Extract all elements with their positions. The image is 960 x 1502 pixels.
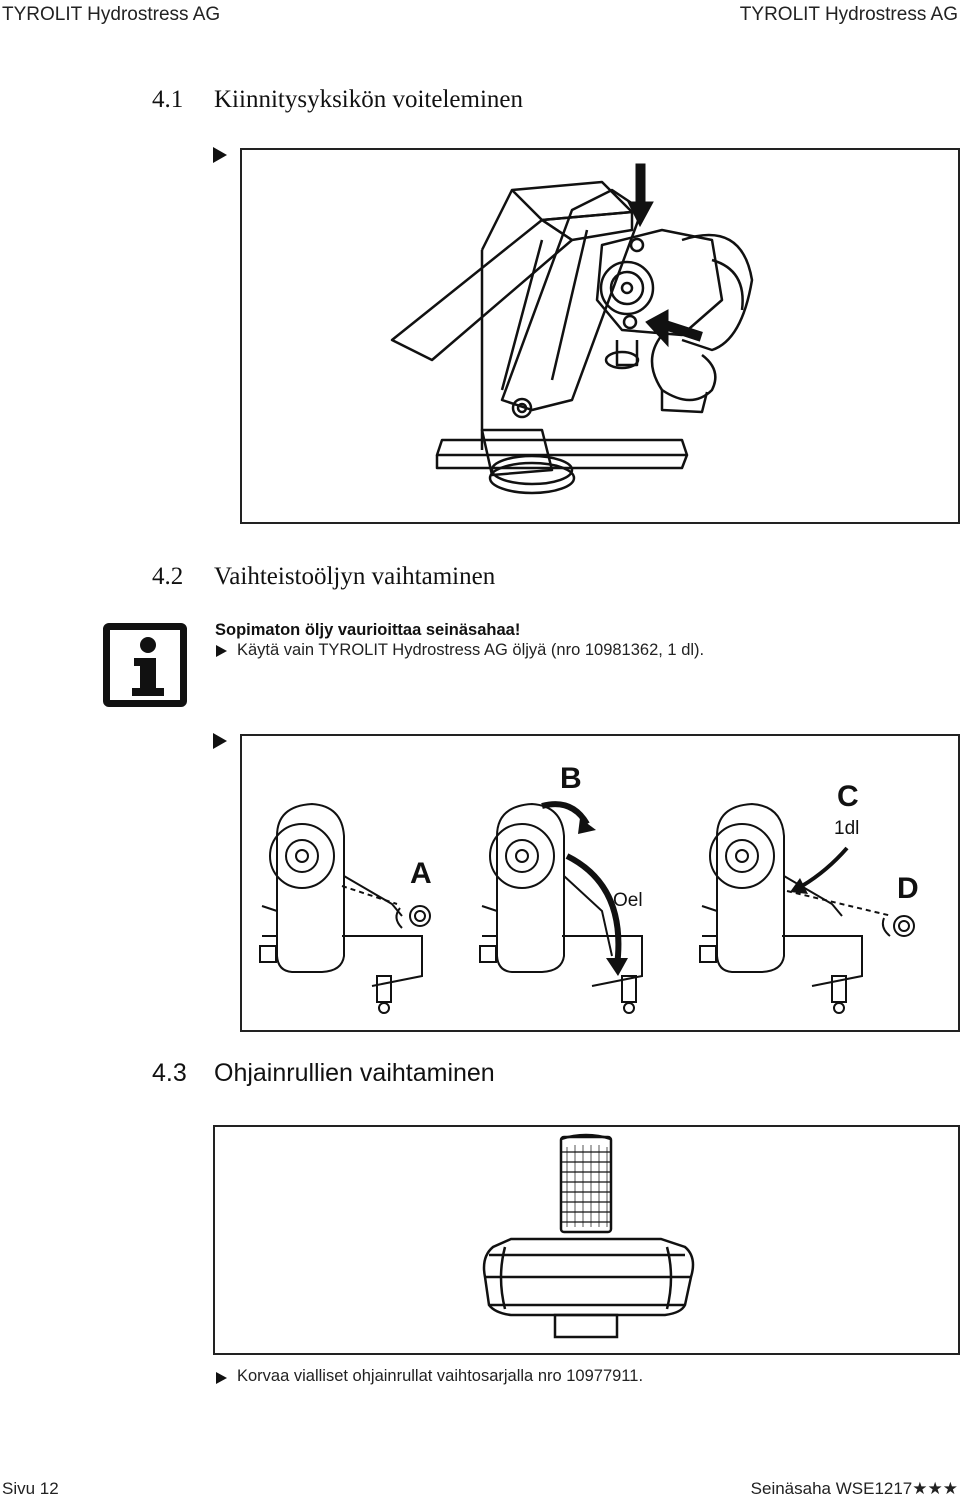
gearbox-oil-illustration: A B C 1dl D Oel (259, 762, 919, 1014)
section-title: Kiinnitysyksikön voiteleminen (214, 86, 524, 113)
figure-guide-roller (213, 1125, 960, 1355)
footer-page-number: Sivu 12 (2, 1479, 59, 1498)
section-4-3-heading: 4.3 Ohjainrullien vaihtaminen (152, 1059, 495, 1088)
section-4-2-heading: 4.2 Vaihteistoöljyn vaihtaminen (152, 563, 495, 591)
info-glyph (132, 637, 164, 696)
triangle-bullet-icon (213, 147, 227, 163)
figure-gear-oil-change: A B C 1dl D Oel (240, 734, 960, 1032)
section-number: 4.3 (152, 1059, 187, 1087)
header-left-brand: TYROLIT Hydrostress AG (2, 4, 221, 25)
guide-roller-illustration (482, 1133, 695, 1339)
header-right-brand: TYROLIT Hydrostress AG (739, 4, 958, 25)
label-c: C (837, 780, 859, 813)
label-volume: 1dl (834, 818, 859, 839)
section-number: 4.2 (152, 563, 184, 590)
label-d: D (897, 872, 919, 905)
label-b: B (560, 762, 582, 795)
oil-instruction-text: Käytä vain TYROLIT Hydrostress AG öljyä … (237, 641, 705, 659)
section-title: Ohjainrullien vaihtaminen (214, 1059, 495, 1087)
section-number: 4.1 (152, 86, 184, 113)
label-oel: Oel (613, 890, 643, 911)
triangle-bullet-icon (213, 733, 227, 749)
roller-instruction-text: Korvaa vialliset ohjainrullat vaihtosarj… (237, 1367, 644, 1385)
section-title: Vaihteistoöljyn vaihtaminen (214, 563, 496, 590)
clamp-unit-illustration (390, 163, 754, 495)
triangle-bullet-icon (216, 1372, 227, 1384)
label-a: A (410, 857, 432, 890)
oil-warning-text: Sopimaton öljy vaurioittaa seinäsahaa! (215, 621, 521, 639)
info-icon (103, 623, 187, 707)
figure-clamp-lubrication (240, 148, 960, 524)
section-4-1-heading: 4.1 Kiinnitysyksikön voiteleminen (152, 86, 523, 114)
footer-product-name: Seinäsaha WSE1217★★★ (750, 1479, 958, 1498)
triangle-bullet-icon (216, 645, 227, 657)
